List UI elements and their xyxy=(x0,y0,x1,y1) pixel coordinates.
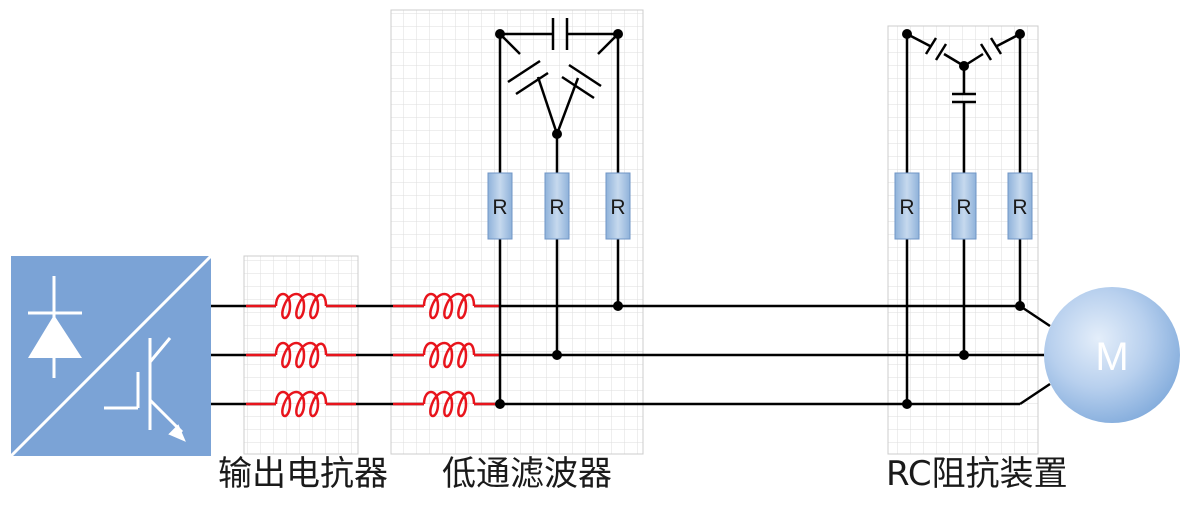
lowpass-filter-label: 低通滤波器 xyxy=(442,454,612,494)
resistor-label: R xyxy=(1012,196,1027,219)
igbt-icon xyxy=(104,337,186,442)
rc-device-label: RC阻抗装置 xyxy=(886,454,1068,494)
resistor-label: R xyxy=(492,196,507,219)
resistor-label: R xyxy=(899,196,914,219)
reactor-label: 输出电抗器 xyxy=(218,454,388,494)
resistor-label: R xyxy=(610,196,625,219)
lowpass-capacitor-network xyxy=(498,32,620,404)
resistor-label: R xyxy=(549,196,564,219)
lowpass-panel xyxy=(390,9,644,455)
capacitor-icon xyxy=(507,18,602,100)
motor-icon: M xyxy=(1044,287,1180,423)
resistor-labels: R R R R R R xyxy=(492,196,1027,219)
inductor-icon xyxy=(274,292,476,418)
inverter-block xyxy=(9,254,213,458)
motor-label: M xyxy=(1095,335,1128,379)
capacitor-icon xyxy=(924,37,1003,104)
resistor-icon xyxy=(487,172,1033,240)
junction-dots xyxy=(495,29,1025,409)
resistor-label: R xyxy=(956,196,971,219)
diode-icon xyxy=(28,276,82,378)
